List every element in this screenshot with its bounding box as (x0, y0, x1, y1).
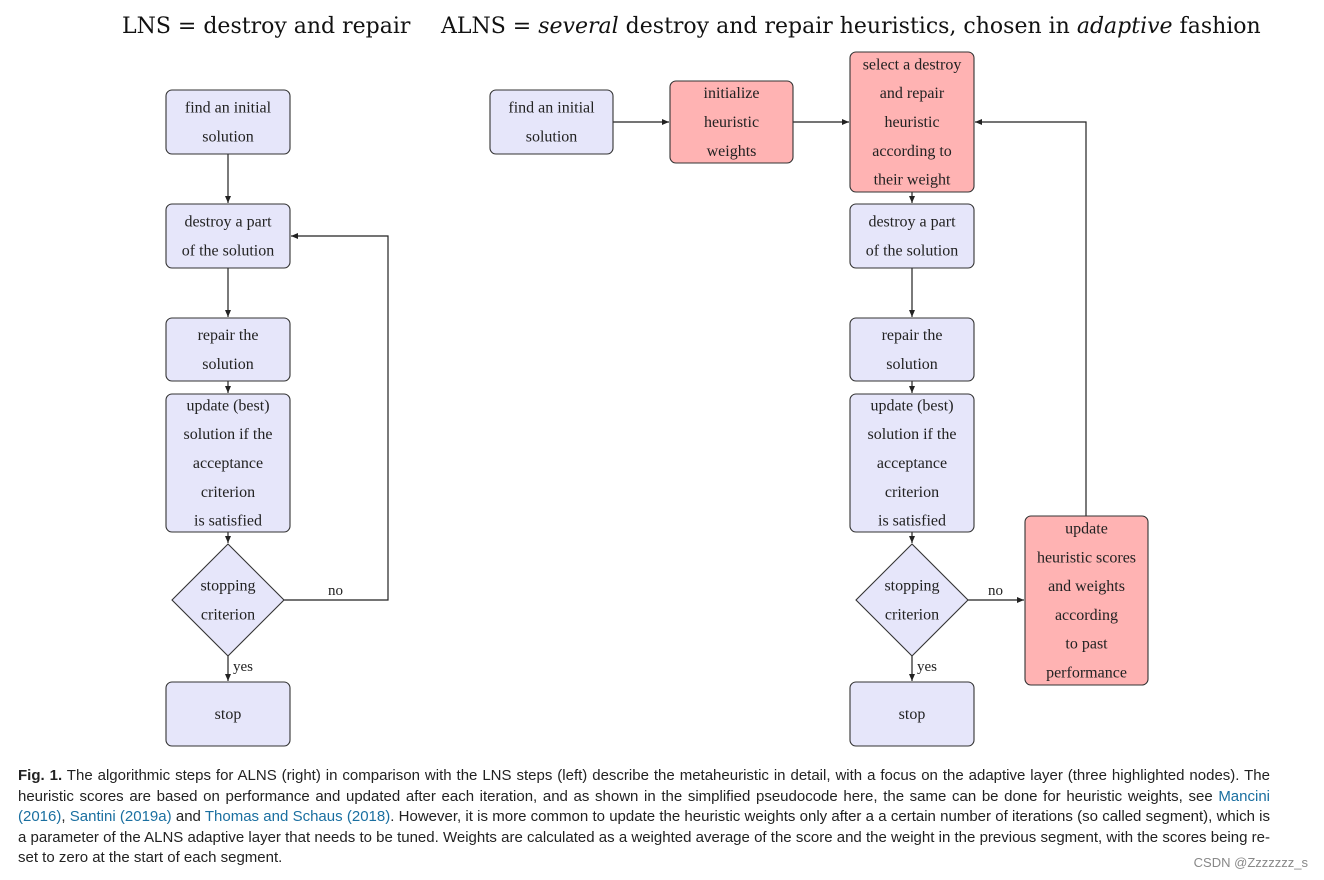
alns-title-emphasis-adaptive: adaptive (1076, 14, 1173, 39)
lns-node-repair-line: repair the (198, 327, 259, 344)
alns-node-update: update (best) solution if the acceptance cr… (849, 393, 975, 533)
lns-node-update-shape (165, 393, 291, 533)
lns-node-stopping-shape (171, 543, 285, 657)
alns-node-stopping-line: stopping (884, 578, 939, 595)
alns-node-scores-shape (1024, 515, 1149, 686)
alns-node-init: initialize heuristic weights (669, 80, 794, 164)
flowchart-diagram: no yes no yes find an initial solution des… (165, 51, 1149, 747)
alns-node-find-shape (489, 89, 614, 155)
alns-edges (613, 119, 1087, 681)
alns-node-stopping: stopping criterion (855, 543, 969, 657)
lns-node-stopping: stopping criterion (171, 543, 285, 657)
alns-node-update-line: is satisfied (878, 513, 946, 530)
alns-node-repair: repair the solution (849, 317, 975, 382)
lns-node-update-line: is satisfied (194, 513, 262, 530)
lns-node-find-line: solution (202, 128, 254, 145)
alns-node-destroy-line: of the solution (866, 242, 958, 259)
lns-node-destroy: destroy a part of the solution (165, 203, 291, 269)
caption-label: Fig. 1. (18, 767, 63, 784)
lns-edge-no-label: no (328, 583, 343, 599)
alns-edge-no-label: no (988, 583, 1003, 599)
lns-node-repair: repair the solution (165, 317, 291, 382)
alns-node-update-line: acceptance (877, 455, 947, 472)
figure-caption: Fig. 1. The algorithmic steps for ALNS (… (18, 766, 1270, 869)
alns-node-scores-line: according (1055, 607, 1118, 624)
caption-text-2: . However, it is more common to update t… (18, 808, 1271, 867)
lns-node-destroy-line: of the solution (182, 242, 274, 259)
flowchart-nodes: find an initial solution destroy a part of … (165, 51, 1149, 747)
lns-node-repair-line: solution (202, 356, 254, 373)
alns-node-init-shape (669, 80, 794, 164)
lns-node-update-line: update (best) (186, 397, 269, 414)
caption-sep-1: , (61, 808, 70, 826)
lns-node-update-line: acceptance (193, 455, 263, 472)
alns-node-select-shape (849, 51, 975, 193)
alns-node-stopping-line: criterion (885, 606, 939, 623)
lns-node-stop: stop (165, 681, 291, 747)
alns-node-find: find an initial solution (489, 89, 614, 155)
alns-node-select-line: according to (872, 143, 952, 160)
alns-node-repair-line: solution (886, 356, 938, 373)
alns-edge-yes-label: yes (917, 659, 937, 675)
alns-node-stop-shape (849, 681, 975, 747)
alns-node-scores-line: performance (1046, 665, 1127, 682)
alns-node-stopping-shape (855, 543, 969, 657)
alns-node-init-line: weights (707, 143, 757, 160)
caption-sep-2: and (171, 808, 205, 826)
lns-node-stop-line: stop (215, 706, 242, 723)
alns-node-select-line: and repair (880, 85, 945, 102)
lns-node-destroy-line: destroy a part (184, 214, 272, 231)
alns-title-pre: ALNS = (441, 14, 539, 39)
lns-edge-no-loop (284, 233, 389, 601)
alns-node-select-line: heuristic (884, 114, 939, 131)
alns-node-select-line: select a destroy (863, 56, 962, 73)
alns-node-repair-line: repair the (882, 327, 943, 344)
lns-node-update-line: solution if the (184, 426, 273, 443)
alns-node-update-line: solution if the (868, 426, 957, 443)
lns-node-find: find an initial solution (165, 89, 291, 155)
alns-title-emphasis-several: several (538, 14, 619, 39)
caption-text-1: The algorithmic steps for ALNS (right) i… (18, 767, 1270, 805)
lns-title: LNS = destroy and repair (122, 14, 411, 39)
lns-node-update-line: criterion (201, 484, 255, 501)
alns-title-mid: destroy and repair heuristics, chosen in (618, 14, 1077, 39)
alns-node-init-line: heuristic (704, 114, 759, 131)
lns-node-destroy-shape (165, 203, 291, 269)
lns-edges (225, 154, 389, 681)
alns-node-scores: update heuristic scores and weights accordi… (1024, 515, 1149, 686)
alns-node-update-line: update (best) (870, 397, 953, 414)
alns-node-select-line: their weight (874, 172, 951, 189)
alns-node-scores-line: to past (1065, 636, 1108, 653)
alns-node-find-line: solution (526, 128, 578, 145)
alns-edge-scores-select-loop (975, 119, 1087, 516)
lns-node-find-line: find an initial (185, 100, 272, 117)
alns-title: ALNS = several destroy and repair heuris… (441, 14, 1261, 39)
alns-node-scores-line: and weights (1048, 578, 1125, 595)
alns-node-stop: stop (849, 681, 975, 747)
alns-node-repair-shape (849, 317, 975, 382)
alns-node-destroy-line: destroy a part (868, 214, 956, 231)
lns-node-repair-shape (165, 317, 291, 382)
caption-ref-mancini[interactable]: Mancini (2016) (18, 787, 1270, 826)
alns-node-find-line: find an initial (508, 100, 595, 117)
caption-ref-thomas-schaus[interactable]: Thomas and Schaus (2018) (204, 808, 391, 826)
watermark: CSDN @Zzzzzzz_s (1193, 855, 1308, 870)
lns-node-stop-shape (165, 681, 291, 747)
alns-node-stop-line: stop (899, 706, 926, 723)
caption-ref-santini[interactable]: Santini (2019a) (69, 808, 172, 826)
alns-node-update-shape (849, 393, 975, 533)
alns-node-update-line: criterion (885, 484, 939, 501)
lns-node-find-shape (165, 89, 291, 155)
lns-node-stopping-line: criterion (201, 606, 255, 623)
lns-node-stopping-line: stopping (200, 578, 255, 595)
alns-node-select: select a destroy and repair heuristic accor… (849, 51, 975, 193)
lns-edge-yes-label: yes (233, 659, 253, 675)
lns-node-update: update (best) solution if the acceptance cr… (165, 393, 291, 533)
alns-node-scores-line: update (1065, 521, 1108, 538)
alns-title-post: fashion (1172, 14, 1261, 39)
alns-node-init-line: initialize (704, 85, 760, 102)
alns-node-scores-line: heuristic scores (1037, 549, 1136, 566)
alns-node-destroy-shape (849, 203, 975, 269)
alns-node-destroy: destroy a part of the solution (849, 203, 975, 269)
